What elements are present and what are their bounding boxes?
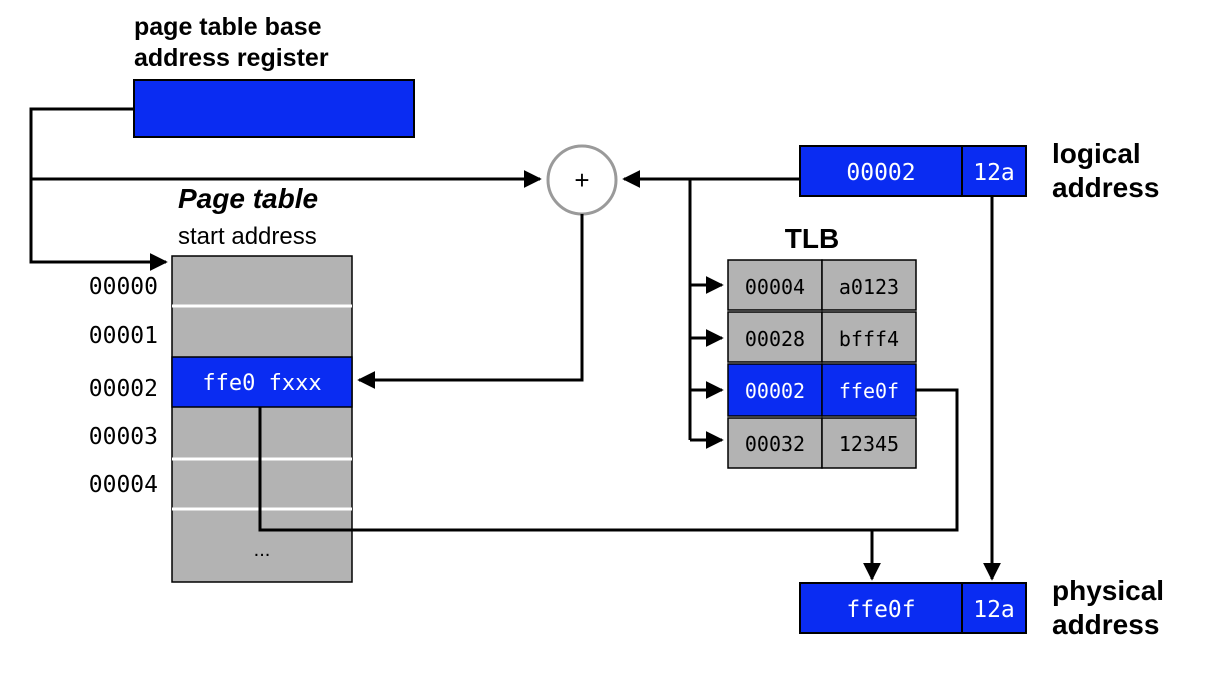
page-table-row-label: 00000 bbox=[89, 274, 158, 300]
tlb-page-value: 00004 bbox=[745, 275, 805, 299]
tlb-page-cell-hit bbox=[727, 363, 823, 417]
register-label-line2: address register bbox=[134, 44, 329, 72]
register-label-line1: page table base bbox=[134, 13, 322, 41]
page-table-row-label: 00001 bbox=[89, 323, 158, 349]
logical-address: 00002 12a bbox=[799, 145, 1027, 197]
adder-to-page-table-arrow bbox=[357, 214, 584, 389]
page-table-row-label: 00002 bbox=[89, 376, 158, 402]
page-table-body bbox=[171, 255, 353, 583]
tlb-page-cell bbox=[727, 259, 823, 311]
logical-address-label-line2: address bbox=[1052, 172, 1159, 203]
adder-plus-icon: + bbox=[574, 165, 589, 195]
page-table-ellipsis: ... bbox=[254, 539, 271, 561]
physical-address-frame-cell bbox=[799, 582, 963, 634]
frame-merge-line bbox=[258, 388, 959, 532]
logical-address-offset-cell bbox=[961, 145, 1027, 197]
physical-address-label-line2: address bbox=[1052, 609, 1159, 640]
tlb-frame-value: bfff4 bbox=[839, 327, 899, 351]
tlb-page-cell bbox=[727, 311, 823, 363]
page-table: ffe0 fxxx ... bbox=[171, 255, 353, 583]
physical-address-offset: 12a bbox=[973, 597, 1015, 623]
page-table-base-register bbox=[133, 79, 415, 138]
page-table-row-label: 00003 bbox=[89, 424, 158, 450]
logical-page-connectors bbox=[622, 170, 800, 449]
tlb-page-value-hit: 00002 bbox=[745, 379, 805, 403]
logical-address-label-line1: logical bbox=[1052, 138, 1141, 169]
tlb-frame-cell bbox=[821, 259, 917, 311]
physical-address: ffe0f 12a bbox=[799, 582, 1027, 634]
register-to-page-table-arrow bbox=[29, 107, 168, 271]
physical-address-frame: ffe0f bbox=[846, 597, 915, 623]
tlb-frame-cell bbox=[821, 311, 917, 363]
page-table-entry-value: ffe0 fxxx bbox=[202, 371, 321, 396]
tlb-page-value: 00028 bbox=[745, 327, 805, 351]
tlb-title: TLB bbox=[785, 223, 839, 254]
physical-address-label-line1: physical bbox=[1052, 575, 1164, 606]
logical-address-page-cell bbox=[799, 145, 963, 197]
page-table-title: Page table bbox=[178, 183, 318, 214]
page-table-entry-highlighted bbox=[171, 356, 353, 408]
logical-address-page: 00002 bbox=[846, 160, 915, 186]
page-table-row-label: 00004 bbox=[89, 472, 158, 498]
logical-address-offset: 12a bbox=[973, 160, 1015, 186]
physical-address-offset-cell bbox=[961, 582, 1027, 634]
tlb-page-value: 00032 bbox=[745, 432, 805, 456]
page-table-subtitle: start address bbox=[178, 223, 317, 250]
tlb-frame-value: a0123 bbox=[839, 275, 899, 299]
register-connectors bbox=[29, 107, 584, 389]
tlb-frame-value: 12345 bbox=[839, 432, 899, 456]
physical-address-connectors bbox=[258, 196, 1001, 581]
tlb-frame-cell bbox=[821, 417, 917, 469]
tlb-page-cell bbox=[727, 417, 823, 469]
tlb-table: 00004 a0123 00028 bfff4 00002 ffe0f 0003… bbox=[727, 259, 917, 469]
tlb-frame-value-hit: ffe0f bbox=[839, 379, 899, 403]
